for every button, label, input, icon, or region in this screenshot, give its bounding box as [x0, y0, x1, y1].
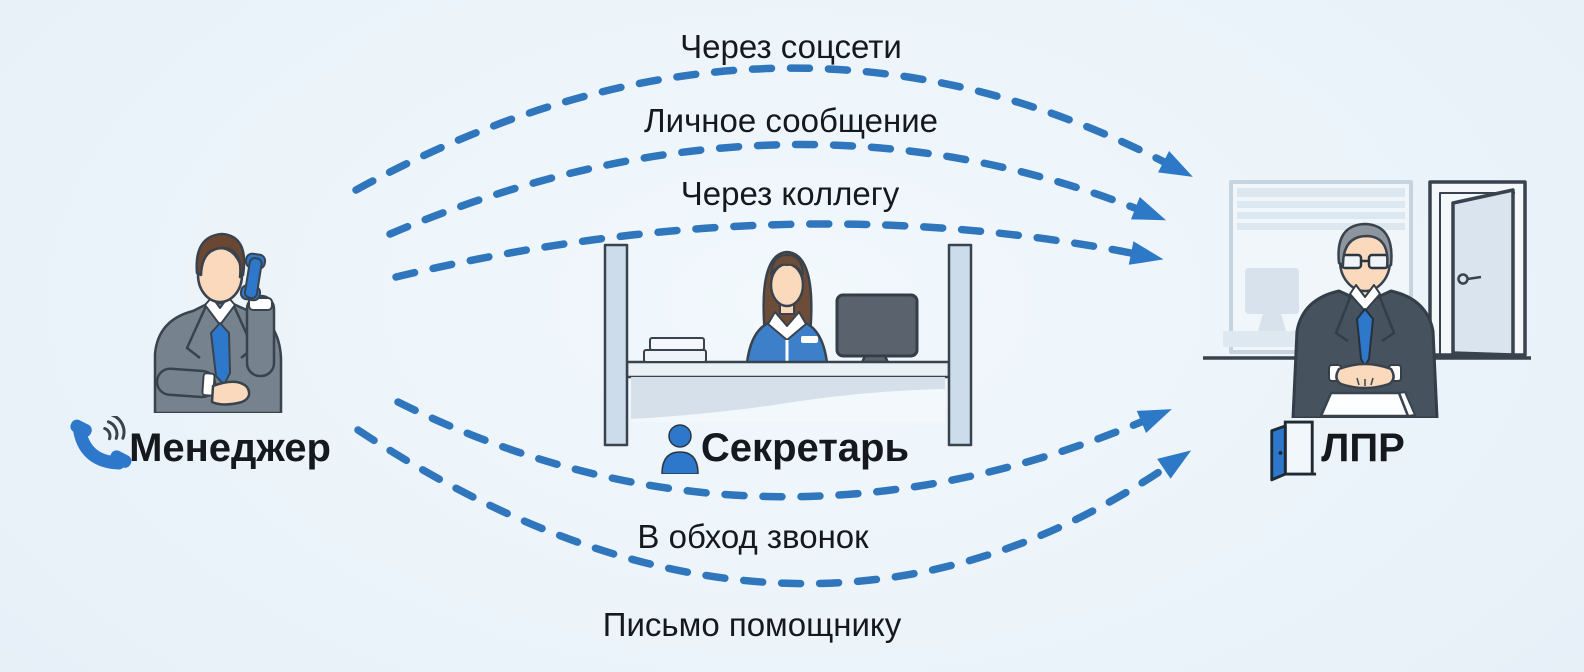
man-with-phone-figure [153, 232, 283, 415]
executive-office-figure [1203, 180, 1531, 420]
manager-label: Менеджер [129, 426, 331, 470]
window-blinds [1237, 188, 1405, 230]
route-arrow-assistant-letter [354, 426, 1192, 588]
route-arrow-bypass-call [394, 398, 1172, 501]
door-leaf [1451, 188, 1515, 357]
route-label-direct-message: Личное сообщение [643, 102, 939, 139]
lpr-label: ЛПР [1321, 426, 1405, 470]
route-label-colleague: Через коллегу [680, 175, 900, 212]
sound-waves-icon [103, 413, 126, 441]
route-label-assistant-letter: Письмо помощнику [602, 606, 902, 643]
secretary-label: Секретарь [700, 426, 910, 470]
route-label-bypass-call: В обход звонок [637, 518, 869, 555]
route-arrow-colleague [392, 220, 1164, 281]
route-label-social: Через соцсети [680, 28, 902, 65]
handset-icon [239, 252, 267, 302]
route-arrow-direct-message [386, 140, 1167, 238]
ghost-workstation [1223, 268, 1309, 347]
woman-at-desk-figure [603, 243, 973, 447]
route-arrow-social [352, 64, 1193, 194]
open-door-icon [1266, 418, 1318, 487]
person-icon [660, 424, 700, 479]
secretary-illustration [598, 240, 978, 455]
paper-sheet [1319, 391, 1410, 418]
manager-illustration [143, 228, 293, 418]
lpr-illustration [1193, 173, 1533, 423]
phone-call-icon [70, 413, 132, 479]
